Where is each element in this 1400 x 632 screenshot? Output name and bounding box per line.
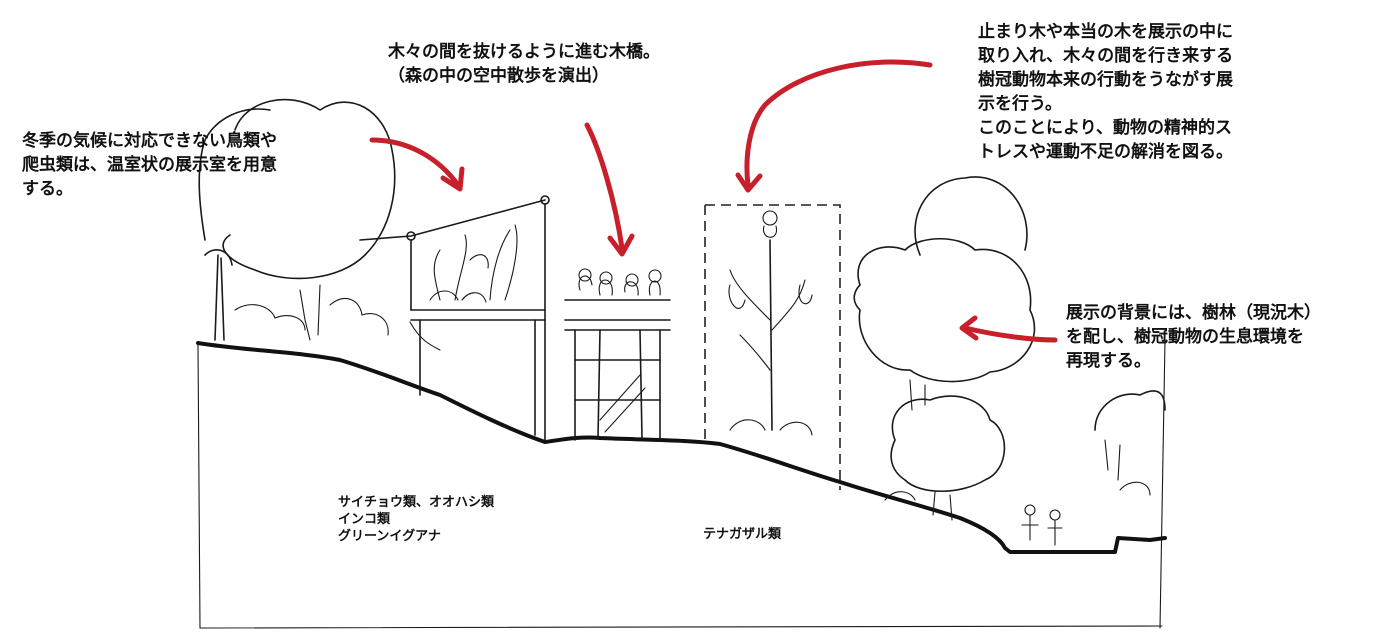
greenhouse-structure [359, 195, 550, 441]
arrow-bridge-head [607, 233, 635, 257]
canopy-enclosure [704, 204, 841, 490]
greenhouse-note: 冬季の気候に対応できない鳥類や 爬虫類は、温室状の展示室を用意 する。 [22, 131, 277, 199]
left-trees [198, 98, 396, 341]
lower-path-visitors [1021, 504, 1063, 546]
bridge-note: 木々の間を抜けるように進む木橋。 （森の中の空中散歩を演出） [388, 42, 660, 86]
arrow-greenhouse [369, 137, 461, 188]
arrow-background [962, 325, 1058, 343]
annotation-arrows [369, 59, 1058, 343]
ground-profile [196, 341, 1167, 554]
birds-label: サイチョウ類、オオハシ類 インコ類 グリーンイグアナ [338, 495, 495, 544]
gibbons-label: テナガザル類 [703, 527, 782, 542]
right-trees [853, 176, 1166, 521]
arrow-greenhouse-head [440, 166, 465, 192]
section-frame [197, 339, 1166, 629]
arrow-trees-head [735, 172, 763, 193]
background-note: 展示の背景には、樹林（現況木） を配し、樹冠動物の生息環境を 再現する。 [1066, 303, 1321, 371]
arrow-background-head [959, 315, 979, 341]
wooden-bridge [564, 268, 671, 441]
trees-note: 止まり木や本当の木を展示の中に 取り入れ、木々の間を行き来する 樹冠動物本来の行… [978, 22, 1234, 162]
arrow-bridge [584, 122, 625, 251]
arrow-trees [744, 59, 933, 188]
